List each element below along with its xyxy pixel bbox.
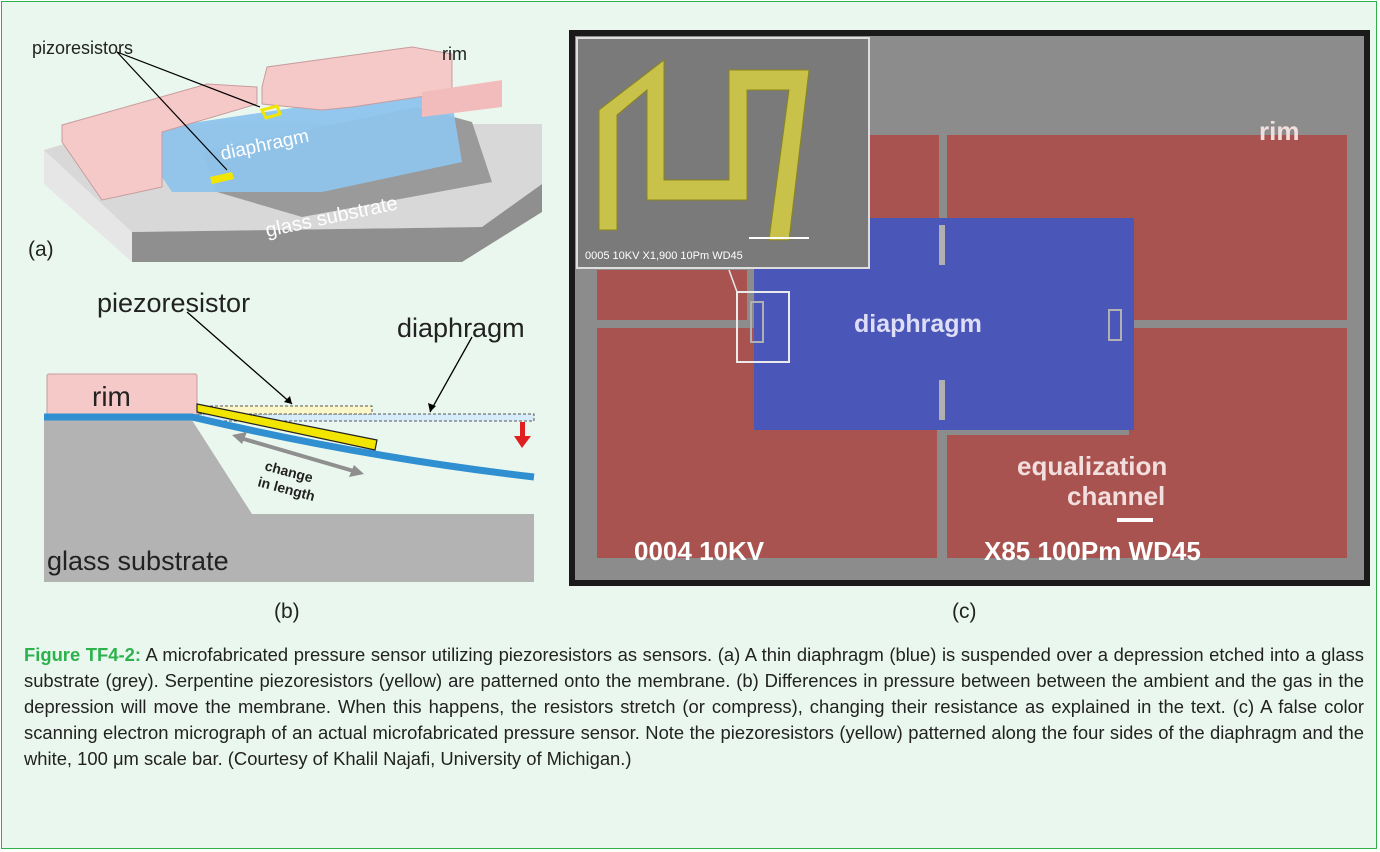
substrate-left-face <box>44 150 132 262</box>
serpentine-top <box>939 225 945 265</box>
substrate-front-face <box>132 184 542 262</box>
rim-left <box>61 83 258 201</box>
diaphragm-3d <box>132 90 462 192</box>
figure-caption: Figure TF4-2: A microfabricated pressure… <box>24 642 1364 772</box>
label-diaphragm-b: diaphragm <box>397 313 525 343</box>
inset-serpentine-resistor <box>598 58 810 241</box>
rim-right-end <box>422 80 502 117</box>
inset-connector <box>728 269 738 293</box>
arrow-piezoresistor <box>186 311 293 405</box>
label-pizoresistors: pizoresistors <box>32 38 133 58</box>
piezoresistor-bottom <box>210 172 234 184</box>
panel-a-3d-sketch: pizoresistors rim diaphragm glass substr… <box>22 32 542 267</box>
arrow-pizoresistors-2 <box>116 51 228 171</box>
label-rim-b: rim <box>92 381 131 412</box>
substrate-cross <box>44 417 534 582</box>
label-equalization-1: equalization <box>1017 451 1167 481</box>
arrowhead-piezoresistor <box>284 396 292 404</box>
caption-text: A microfabricated pressure sensor utiliz… <box>24 644 1364 769</box>
rim-block-mid-left <box>597 270 747 320</box>
sublabel-a: (a) <box>28 238 54 261</box>
scale-bar <box>1117 518 1153 522</box>
panel-b-cross-section: piezoresistor diaphragm rim change in le… <box>22 282 542 623</box>
serpentine-bottom <box>939 380 945 420</box>
sem-footer-left: 0004 10KV <box>634 536 765 566</box>
inset-footer: 0005 10KV X1,900 10Pm WD45 <box>585 250 743 262</box>
arrow-pizoresistors-1 <box>116 51 261 108</box>
sem-footer-right: X85 100Pm WD45 <box>984 536 1201 566</box>
serpentine-right <box>1108 309 1122 341</box>
sublabel-b: (b) <box>274 600 300 623</box>
sem-image: 0005 10KV X1,900 10Pm WD45 rim diaphragm… <box>569 30 1370 586</box>
label-piezoresistor-b: piezoresistor <box>97 288 250 318</box>
rim-block-right <box>1129 328 1347 438</box>
pressure-arrow-head <box>514 436 531 448</box>
diaphragm-bent <box>44 413 535 481</box>
label-rim-a: rim <box>442 44 467 64</box>
piezoresistor-bent <box>196 403 378 451</box>
label-rim-c: rim <box>1259 116 1299 146</box>
label-equalization-2: channel <box>1067 481 1165 511</box>
change-length-arrow <box>236 435 358 474</box>
arrowhead-diaphragm <box>428 403 436 412</box>
label-diaphragm-c: diaphragm <box>854 310 982 338</box>
change-arrowhead-right <box>349 465 364 477</box>
piezoresistor-top <box>259 104 282 120</box>
panel-c-sem-micrograph: 0005 10KV X1,900 10Pm WD45 rim diaphragm… <box>569 30 1370 623</box>
serpentine-left <box>750 301 764 343</box>
label-glass-substrate-b: glass substrate <box>47 546 229 576</box>
rim-block-bottom-right <box>947 435 1347 558</box>
change-arrowhead-left <box>232 432 247 444</box>
inset-image <box>576 37 870 269</box>
arrow-diaphragm <box>429 336 473 413</box>
pressure-arrow-shaft <box>520 422 525 436</box>
inset-highlight-box <box>736 291 790 363</box>
sublabel-c: (c) <box>952 600 977 623</box>
panel-b-illustration: piezoresistor diaphragm rim change in le… <box>44 288 535 582</box>
figure-label: Figure TF4-2: <box>24 644 141 665</box>
panel-a-illustration: pizoresistors rim diaphragm glass substr… <box>32 38 542 262</box>
